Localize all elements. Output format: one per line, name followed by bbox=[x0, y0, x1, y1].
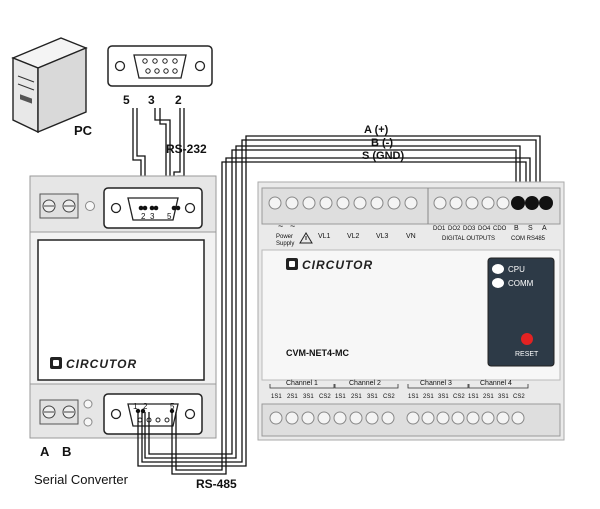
reset-button[interactable] bbox=[521, 333, 533, 345]
com-terminals bbox=[511, 196, 553, 210]
do4-label: DO4 bbox=[478, 226, 491, 232]
rs232-label: RS-232 bbox=[166, 142, 207, 156]
power-tilde-2: ~ bbox=[290, 221, 295, 231]
meter-top-terminals bbox=[268, 196, 510, 210]
com-s-label: S bbox=[528, 225, 533, 232]
power-tilde-1: ~ bbox=[278, 221, 283, 231]
ch3-2s1: 2S1 bbox=[423, 394, 434, 400]
com-b-label: B bbox=[514, 225, 519, 232]
status-panel bbox=[487, 257, 555, 367]
conv-bot-pin-1: 1 bbox=[133, 402, 138, 411]
channel-1-label: Channel 1 bbox=[286, 380, 318, 387]
rs485-label: RS-485 bbox=[196, 477, 237, 491]
terminal-b-label: B bbox=[62, 444, 71, 459]
channel-4-label: Channel 4 bbox=[480, 380, 512, 387]
comm-led bbox=[492, 278, 504, 288]
meter-brand: CIRCUTOR bbox=[302, 258, 373, 272]
converter-caption: Serial Converter bbox=[34, 472, 129, 487]
ch4-2s1: 2S1 bbox=[483, 394, 494, 400]
ch1-1s1: 1S1 bbox=[271, 394, 282, 400]
converter-brand: CIRCUTOR bbox=[66, 357, 137, 371]
converter-logo bbox=[50, 357, 62, 369]
conv-bot-pin-2: 2 bbox=[143, 402, 148, 411]
reset-label: RESET bbox=[515, 351, 539, 358]
bus-b-label: B (-) bbox=[371, 137, 393, 149]
do1-label: DO1 bbox=[433, 226, 446, 232]
ch4-3s1: 3S1 bbox=[498, 394, 509, 400]
ch3-3s1: 3S1 bbox=[438, 394, 449, 400]
do2-label: DO2 bbox=[448, 226, 461, 232]
cpu-led bbox=[492, 264, 504, 274]
conv-top-pin-5: 5 bbox=[167, 212, 172, 221]
bus-a-label: A (+) bbox=[364, 124, 389, 136]
vl2-label: VL2 bbox=[347, 233, 360, 240]
do3-label: DO3 bbox=[463, 226, 476, 232]
pc-db9-connector bbox=[107, 45, 213, 87]
terminal-a-label: A bbox=[40, 444, 50, 459]
power-label-1: Power bbox=[276, 234, 293, 240]
pc-pin-5: 5 bbox=[123, 93, 130, 107]
meter-bottom-terminals bbox=[269, 411, 525, 425]
com-rs485-label: COM RS485 bbox=[511, 236, 546, 242]
cdo-label: CDO bbox=[493, 226, 507, 232]
ch1-cs2: CS2 bbox=[319, 394, 331, 400]
cpu-label: CPU bbox=[508, 265, 525, 274]
channel-3-label: Channel 3 bbox=[420, 380, 452, 387]
conv-top-pin-2: 2 bbox=[141, 212, 146, 221]
ch3-cs2: CS2 bbox=[453, 394, 465, 400]
com-a-label: A bbox=[542, 225, 547, 232]
pc-label: PC bbox=[74, 123, 93, 138]
pc-pin-2: 2 bbox=[175, 93, 182, 107]
ch2-3s1: 3S1 bbox=[367, 394, 378, 400]
ch1-3s1: 3S1 bbox=[303, 394, 314, 400]
comm-label: COMM bbox=[508, 279, 534, 288]
ch2-1s1: 1S1 bbox=[335, 394, 346, 400]
ch1-2s1: 2S1 bbox=[287, 394, 298, 400]
power-label-2: Supply bbox=[276, 241, 294, 247]
ch3-1s1: 1S1 bbox=[408, 394, 419, 400]
pc-icon bbox=[11, 37, 88, 134]
warning-icon bbox=[299, 232, 313, 244]
meter-logo bbox=[286, 258, 298, 270]
rs485-cable bbox=[137, 135, 541, 475]
ch4-cs2: CS2 bbox=[513, 394, 525, 400]
vn-label: VN bbox=[406, 233, 416, 240]
bus-s-label: S (GND) bbox=[362, 150, 405, 162]
channel-brackets bbox=[269, 384, 529, 389]
converter-rs232-port bbox=[103, 187, 203, 229]
converter-rs485-port bbox=[103, 393, 203, 435]
vl3-label: VL3 bbox=[376, 233, 389, 240]
digital-outputs-label: DIGITAL OUTPUTS bbox=[442, 236, 495, 242]
conv-bot-pin-5: 5 bbox=[170, 402, 175, 411]
ch2-2s1: 2S1 bbox=[351, 394, 362, 400]
meter-model: CVM-NET4-MC bbox=[286, 348, 349, 358]
conv-top-pin-3: 3 bbox=[150, 212, 155, 221]
pc-pin-3: 3 bbox=[148, 93, 155, 107]
ch4-1s1: 1S1 bbox=[468, 394, 479, 400]
ch2-cs2: CS2 bbox=[383, 394, 395, 400]
channel-2-label: Channel 2 bbox=[349, 380, 381, 387]
vl1-label: VL1 bbox=[318, 233, 331, 240]
